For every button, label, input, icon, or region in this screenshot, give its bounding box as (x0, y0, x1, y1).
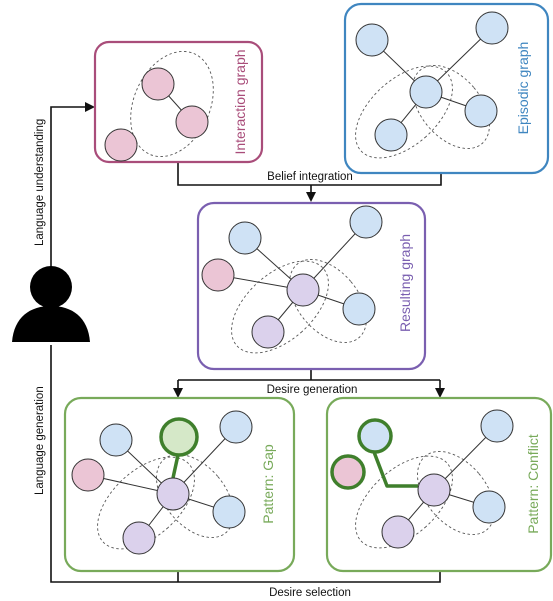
belief-integration-label: Belief integration (267, 171, 353, 183)
pattern-gap-box: Pattern: Gap (63, 396, 296, 573)
episodic-graph-box: Episodic graph (343, 2, 550, 175)
belief-integration-line (177, 162, 442, 186)
desire-selection-label: Desire selection (269, 587, 351, 599)
graph-node (122, 521, 156, 555)
interaction-graph-box: Interaction graph (93, 40, 264, 164)
pattern-gap-title: Pattern: Gap (260, 444, 276, 524)
flow-lines (50, 102, 445, 583)
resulting-graph-title: Resulting graph (397, 234, 413, 332)
graph-node (475, 11, 509, 45)
graph-node (156, 477, 190, 511)
graph-node (104, 128, 138, 162)
graph-node (480, 409, 514, 443)
graph-node (99, 423, 133, 457)
interaction-graph-title: Interaction graph (232, 49, 248, 154)
graph-node (381, 515, 415, 549)
pattern-conflict-title: Pattern: Conflict (525, 434, 541, 534)
graph-node (228, 221, 262, 255)
episodic-graph-title: Episodic graph (515, 42, 531, 135)
graph-node (141, 67, 175, 101)
language-generation-label: Language generation (34, 386, 46, 495)
desire-generation-label: Desire generation (267, 384, 358, 396)
graph-node (464, 94, 498, 128)
conflict-highlight-node (330, 454, 366, 490)
graph-node (201, 258, 235, 292)
graph-node (417, 473, 451, 507)
resulting-graph-box: Resulting graph (196, 201, 427, 371)
gap-highlight-node (159, 417, 199, 457)
graph-node (175, 105, 209, 139)
graph-node (355, 23, 389, 57)
conflict-highlight-node (357, 418, 393, 454)
graph-node (212, 495, 246, 529)
person-silhouette-icon (12, 266, 90, 342)
graph-node (409, 75, 443, 109)
pattern-conflict-box: Pattern: Conflict (325, 396, 553, 573)
graph-node (219, 410, 253, 444)
language-understanding-arrow (50, 102, 95, 283)
graph-node (71, 458, 105, 492)
graph-node (472, 490, 506, 524)
graph-node (374, 118, 408, 152)
graph-node (349, 205, 383, 239)
graph-node (286, 273, 320, 307)
desire-selection-line (50, 345, 441, 583)
language-understanding-label: Language understanding (34, 119, 46, 246)
graph-node (251, 315, 285, 349)
graph-node (342, 292, 376, 326)
